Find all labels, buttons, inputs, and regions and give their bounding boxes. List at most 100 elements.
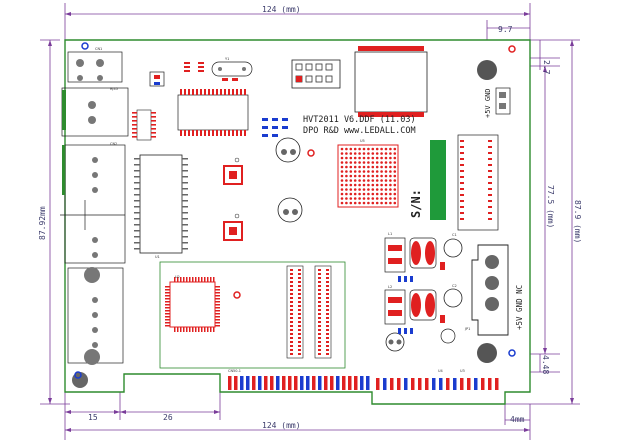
qfp-pin bbox=[207, 277, 209, 282]
bga-ball bbox=[340, 201, 344, 205]
bga-ball bbox=[353, 197, 357, 200]
header-pin bbox=[298, 321, 301, 323]
edge-pad-right bbox=[397, 378, 401, 390]
bga-ball bbox=[393, 192, 397, 196]
bga-ball bbox=[384, 174, 388, 178]
power-header-pin-2 bbox=[499, 103, 506, 109]
bga-ball bbox=[362, 147, 366, 151]
u4-label: U4 bbox=[438, 369, 444, 373]
qfp-pin bbox=[215, 304, 220, 306]
edge-pad-right bbox=[481, 378, 485, 390]
edge-pad bbox=[234, 376, 238, 390]
header-pin bbox=[326, 325, 329, 327]
bga-ball bbox=[384, 197, 388, 200]
bga-ball bbox=[362, 183, 366, 187]
header-pin bbox=[290, 281, 293, 283]
round-caps-middle bbox=[275, 137, 303, 223]
qfp-pin bbox=[192, 277, 194, 282]
bga-ball bbox=[367, 201, 370, 205]
terminal-pin-2 bbox=[485, 276, 499, 290]
qfp-pin bbox=[192, 327, 194, 332]
header-pin bbox=[290, 353, 293, 355]
qfp-pin bbox=[165, 313, 170, 315]
qfp-pin bbox=[215, 301, 220, 303]
dim-left-height-label: 87.92mm bbox=[38, 206, 47, 240]
bga-ball bbox=[367, 197, 370, 200]
qfp-pin bbox=[189, 327, 191, 332]
bga-ball bbox=[393, 147, 397, 151]
bga-ball bbox=[358, 201, 361, 205]
bga-ball bbox=[371, 188, 375, 191]
edge-pad bbox=[312, 376, 316, 390]
qfp-pin bbox=[186, 277, 188, 282]
qfp-pin bbox=[215, 289, 220, 291]
bga-ball bbox=[380, 156, 383, 160]
edge-pad-right bbox=[460, 378, 464, 390]
bga-ball bbox=[389, 156, 392, 160]
header-pin bbox=[298, 285, 301, 287]
header-pin bbox=[298, 281, 301, 283]
xtal-cap-1 bbox=[222, 78, 228, 81]
qfp-pin bbox=[177, 277, 179, 282]
header-pin bbox=[298, 289, 301, 291]
header-pin bbox=[318, 317, 321, 319]
bga-ball bbox=[345, 179, 348, 182]
bga-ball bbox=[353, 201, 357, 205]
bga-ball bbox=[371, 165, 375, 169]
dim-left-offset-label: 15 bbox=[88, 413, 98, 422]
bga-ball bbox=[384, 161, 388, 164]
edge-pad bbox=[294, 376, 298, 390]
bga-ball bbox=[362, 179, 366, 182]
bga-ball bbox=[358, 152, 361, 155]
bga-ball bbox=[380, 147, 383, 151]
header-pin bbox=[326, 285, 329, 287]
header-pin bbox=[298, 329, 301, 331]
sdram-pads-top bbox=[180, 89, 246, 136]
c1-label: C1 bbox=[452, 233, 457, 237]
edge-pad bbox=[240, 376, 244, 390]
edge-pad bbox=[318, 376, 322, 390]
bga-ball bbox=[367, 152, 370, 155]
edge-pad-right bbox=[390, 378, 394, 390]
header-pin bbox=[318, 269, 321, 271]
qfp-pin bbox=[201, 277, 203, 282]
top-small-pads bbox=[184, 62, 204, 72]
bga-ball bbox=[384, 201, 388, 205]
left-connector-pins bbox=[76, 59, 104, 365]
header-pin bbox=[318, 345, 321, 347]
bga-ball bbox=[353, 183, 357, 187]
qfp-ic-pins bbox=[165, 277, 220, 332]
qfp-pin bbox=[165, 298, 170, 300]
bga-ball bbox=[367, 188, 370, 191]
header-pin bbox=[318, 309, 321, 311]
bga-ball bbox=[371, 183, 375, 187]
bga-ball bbox=[380, 188, 383, 191]
conn-top-outline bbox=[67, 51, 123, 83]
edge-pad-right bbox=[376, 378, 380, 390]
bga-ball bbox=[375, 188, 379, 191]
edge-pad bbox=[348, 376, 352, 390]
edge-pad bbox=[366, 376, 370, 390]
qfp-pin bbox=[165, 304, 170, 306]
bga-ball bbox=[393, 165, 397, 169]
dim-notch-offset-label: 26 bbox=[163, 413, 173, 422]
qfp-pin bbox=[165, 322, 170, 324]
qfp-pin bbox=[215, 292, 220, 294]
bga-ball bbox=[349, 179, 353, 182]
edge-connector-pads bbox=[228, 376, 499, 390]
dim-top-width-label: 124 (mm) bbox=[262, 5, 301, 14]
edge-pad bbox=[336, 376, 340, 390]
fpga-bga-grid bbox=[340, 147, 397, 205]
edge-pad bbox=[330, 376, 334, 390]
header-pin bbox=[290, 341, 293, 343]
crystal-outline bbox=[211, 61, 253, 77]
header-pin bbox=[298, 325, 301, 327]
bga-ball bbox=[375, 192, 379, 196]
bga-ball bbox=[353, 152, 357, 155]
crystal-pin-1 bbox=[218, 67, 222, 71]
qfp-pin bbox=[210, 277, 212, 282]
bga-ball bbox=[340, 174, 344, 178]
bga-ball bbox=[393, 156, 397, 160]
bga-ball bbox=[358, 156, 361, 160]
